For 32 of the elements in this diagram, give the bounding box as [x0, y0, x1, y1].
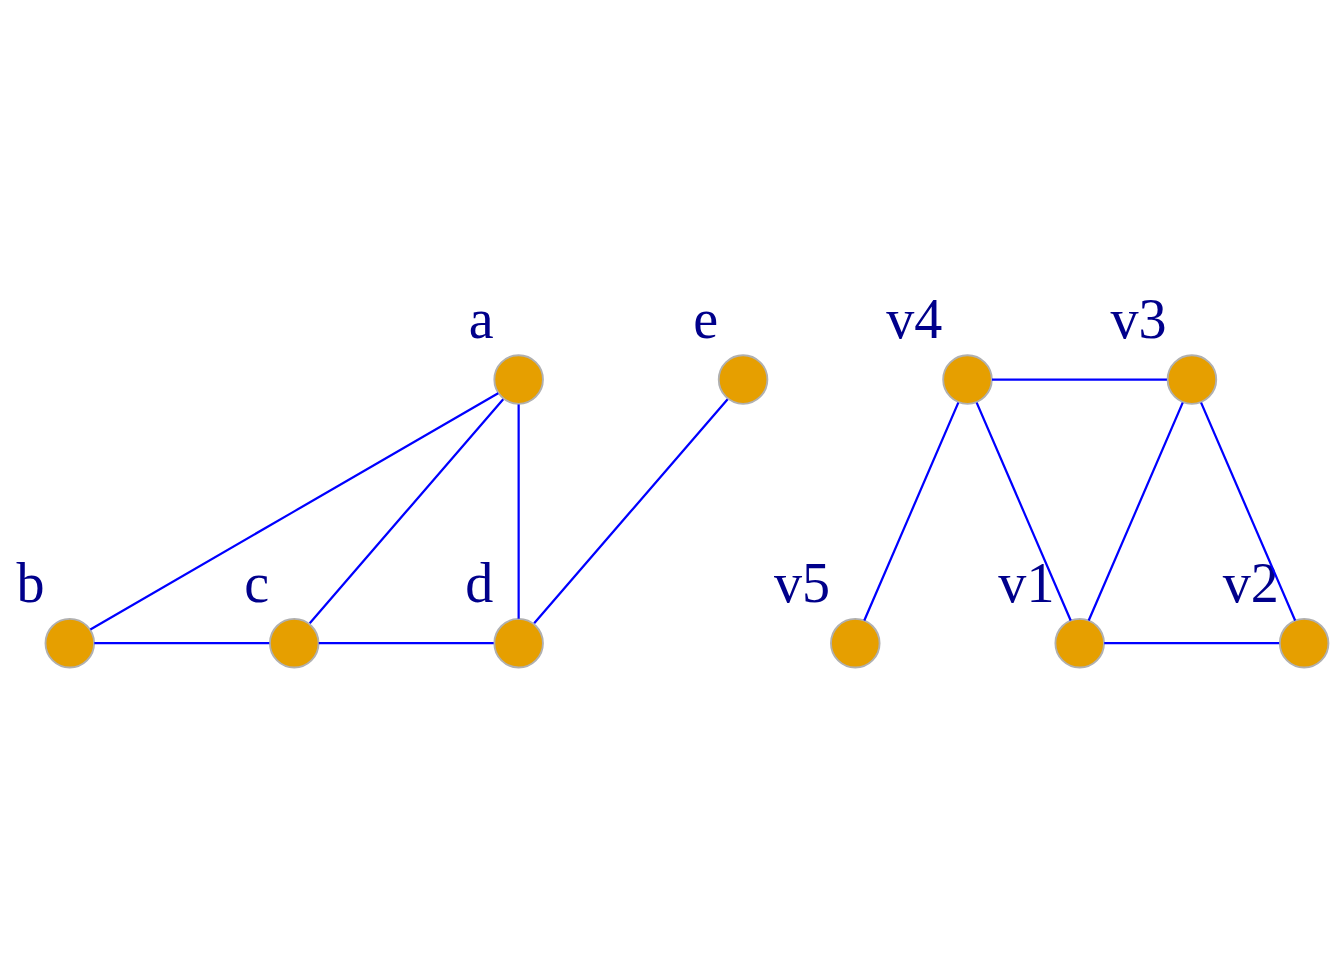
node-label: v5 [773, 551, 831, 614]
node-label: v4 [886, 287, 943, 350]
connector [533, 398, 729, 624]
connector [308, 398, 505, 624]
node-circle [493, 617, 544, 668]
node-circle [44, 617, 96, 668]
node-circle [493, 353, 544, 405]
connector [863, 401, 960, 621]
connector [992, 377, 1167, 381]
connector [975, 401, 1072, 621]
node-label: v3 [1110, 287, 1167, 350]
connector [517, 403, 520, 619]
node-label: e [693, 287, 719, 350]
node-label: v2 [1222, 551, 1279, 614]
node-label: b [16, 551, 45, 614]
node-circle [1054, 617, 1105, 668]
connector [1087, 401, 1184, 621]
node-circle [942, 353, 993, 405]
node-label: a [468, 287, 494, 350]
connector [89, 391, 499, 630]
node-label: c [244, 551, 270, 614]
connector [94, 641, 270, 644]
node-circle [717, 353, 769, 405]
node-circle [1278, 617, 1330, 668]
connector [1104, 641, 1280, 644]
node-label: v1 [998, 551, 1055, 614]
connector [1200, 401, 1297, 621]
node-circle [268, 617, 320, 668]
node-circle [1166, 353, 1218, 405]
node-circle [830, 617, 881, 668]
node-label: d [465, 551, 494, 614]
connector [318, 641, 494, 644]
